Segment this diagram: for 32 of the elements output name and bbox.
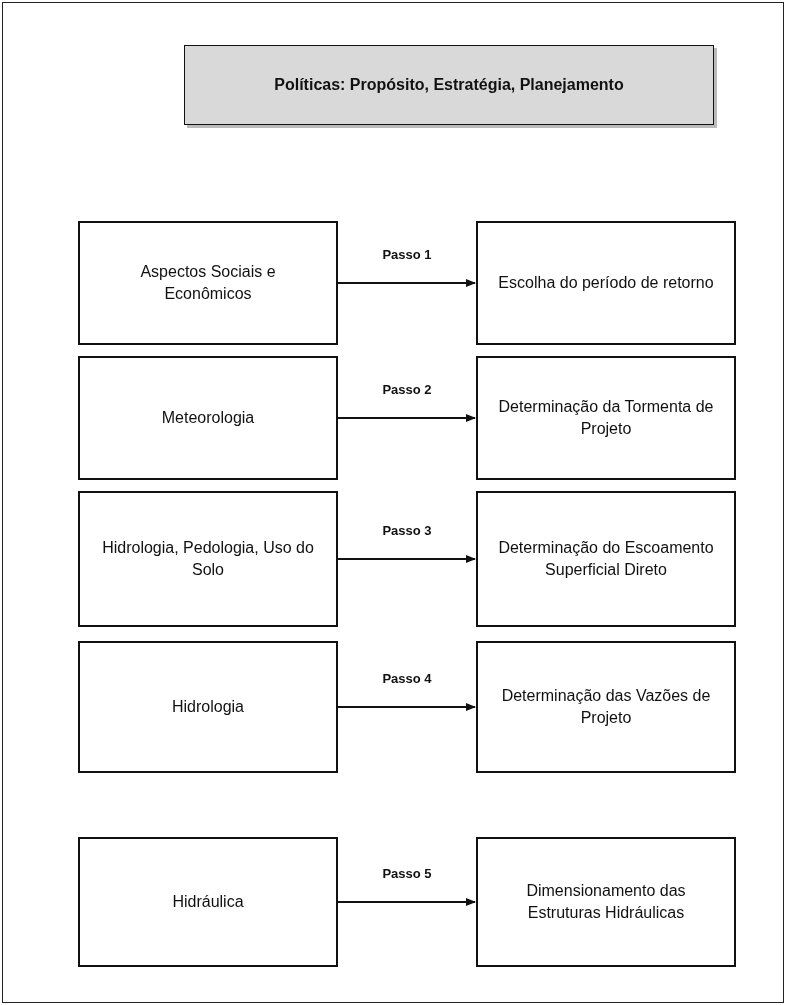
edge-label: Passo 4: [380, 671, 434, 686]
process-box: [476, 641, 736, 773]
header-box: [184, 45, 714, 125]
arrow: [337, 898, 476, 906]
arrow: [337, 279, 476, 287]
box-text: Determinação do Escoamento Superficial Direto: [497, 538, 715, 580]
process-box: [476, 837, 736, 967]
arrow: [337, 703, 476, 711]
arrow: [337, 555, 476, 563]
process-box: [78, 641, 338, 773]
box-text: Aspectos Sociais e Econômicos: [139, 262, 277, 304]
edge-label: Passo 3: [380, 523, 434, 538]
box-text: Hidrologia: [171, 697, 244, 718]
box-text: Políticas: Propósito, Estratégia, Planejamento: [274, 75, 624, 96]
process-box: [78, 356, 338, 480]
edge-label: Passo 5: [380, 866, 434, 881]
process-box: [476, 356, 736, 480]
box-text: Determinação da Tormenta de Projeto: [497, 397, 715, 439]
box-text: Meteorologia: [161, 408, 255, 429]
box-text: Hidrologia, Pedologia, Uso do Solo: [101, 538, 315, 580]
process-box: [78, 491, 338, 627]
box-text: Hidráulica: [172, 892, 244, 913]
process-box: [78, 221, 338, 345]
process-box: [476, 491, 736, 627]
box-text: Escolha do período de retorno: [498, 273, 714, 294]
arrow: [337, 414, 476, 422]
edge-label: Passo 1: [380, 247, 434, 262]
process-box: [78, 837, 338, 967]
process-box: [476, 221, 736, 345]
edge-label: Passo 2: [380, 382, 434, 397]
box-text: Determinação das Vazões de Projeto: [500, 686, 712, 728]
box-text: Dimensionamento das Estruturas Hidráulicas: [525, 881, 687, 923]
